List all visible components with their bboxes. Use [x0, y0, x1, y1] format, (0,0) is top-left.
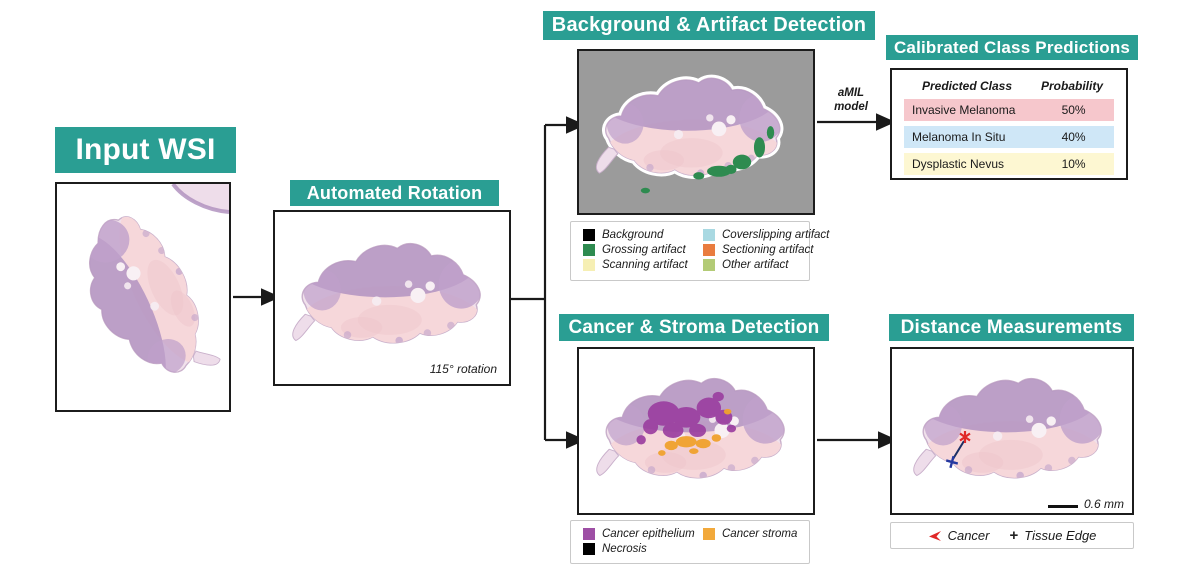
cancer-point-marker: [959, 431, 971, 443]
necrosis-swatch: [583, 543, 595, 555]
cancer-stroma-title: Cancer & Stroma Detection: [559, 314, 829, 341]
cancer-stroma-swatch: [703, 528, 715, 540]
legend-item: + Tissue Edge: [1010, 527, 1097, 544]
automated-rotation-title: Automated Rotation: [290, 180, 499, 206]
table-row: Melanoma In Situ 40%: [904, 126, 1114, 148]
col-predicted-class: Predicted Class: [921, 79, 1013, 93]
cancer-stroma-overlay: [658, 408, 732, 456]
background-swatch: [583, 229, 595, 241]
tissue-edge-marker: [945, 455, 959, 469]
legend-item: Cancer: [928, 528, 990, 543]
predicted-class-cell: Dysplastic Nevus: [912, 157, 1005, 171]
calibrated-predictions-title: Calibrated Class Predictions: [886, 35, 1138, 60]
tissue-edge-plus-icon: +: [1009, 527, 1019, 544]
coverslipping-swatch: [703, 229, 715, 241]
table-row: Dysplastic Nevus 10%: [904, 153, 1114, 175]
legend-label: Cancer stroma: [722, 528, 798, 540]
legend-item: Coverslipping artifact: [703, 229, 829, 241]
measurement-line: [952, 440, 965, 460]
predictions-header-row: Predicted Class Probability: [904, 79, 1114, 93]
legend-item: Cancer stroma: [703, 528, 803, 540]
corner-tissue-fragment: [173, 184, 229, 212]
predicted-class-cell: Melanoma In Situ: [912, 130, 1006, 144]
legend-label: Tissue Edge: [1024, 528, 1097, 543]
legend-label: Coverslipping artifact: [722, 229, 830, 241]
amil-line2: model: [834, 101, 868, 113]
legend-item: Grossing artifact: [583, 244, 701, 256]
rotation-caption: 115° rotation: [429, 362, 497, 376]
predicted-class-cell: Invasive Melanoma: [912, 103, 1016, 117]
background-artifact-image: [577, 49, 815, 215]
legend-label: Grossing artifact: [602, 244, 686, 256]
legend-label: Other artifact: [722, 259, 789, 271]
rotated-wsi-image: 115° rotation: [273, 210, 511, 386]
table-row: Invasive Melanoma 50%: [904, 99, 1114, 121]
probability-cell: 50%: [1061, 103, 1086, 117]
input-wsi-title: Input WSI: [55, 127, 236, 173]
distance-measurements-image: 0.6 mm: [890, 347, 1134, 515]
scanning-swatch: [583, 259, 595, 271]
predictions-table: Predicted Class Probability Invasive Mel…: [890, 68, 1128, 180]
sectioning-swatch: [703, 244, 715, 256]
probability-cell: 40%: [1061, 130, 1086, 144]
amil-line1: aMIL: [837, 87, 865, 99]
legend-item: Background: [583, 229, 701, 241]
legend-label: Cancer epithelium: [602, 528, 695, 540]
cancer-stroma-image: [577, 347, 815, 515]
cancer-arrow-icon: [928, 530, 941, 541]
cancer-stroma-legend: Cancer epithelium Cancer stroma Necrosis: [570, 520, 810, 564]
legend-item: Cancer epithelium: [583, 528, 701, 540]
legend-item: Scanning artifact: [583, 259, 701, 271]
background-artifact-title: Background & Artifact Detection: [543, 11, 875, 40]
scale-bar: [1048, 505, 1078, 508]
grossing-swatch: [583, 244, 595, 256]
amil-model-label: aMIL model: [818, 86, 884, 114]
legend-label: Background: [602, 229, 664, 241]
scale-label: 0.6 mm: [1084, 497, 1125, 511]
legend-label: Necrosis: [602, 543, 647, 555]
col-probability: Probability: [1040, 79, 1103, 93]
legend-item: Sectioning artifact: [703, 244, 829, 256]
legend-label: Scanning artifact: [602, 259, 688, 271]
legend-label: Cancer: [947, 528, 990, 543]
probability-cell: 10%: [1061, 157, 1086, 171]
input-wsi-image: [55, 182, 231, 412]
other-artifact-swatch: [703, 259, 715, 271]
grossing-artifact-overlay: [640, 126, 775, 194]
legend-item: Other artifact: [703, 259, 829, 271]
distance-measurements-title: Distance Measurements: [889, 314, 1134, 341]
legend-label: Sectioning artifact: [722, 244, 814, 256]
cancer-epithelium-swatch: [583, 528, 595, 540]
artifact-legend: Background Coverslipping artifact Grossi…: [570, 221, 829, 281]
legend-item: Necrosis: [583, 543, 701, 555]
distance-legend: Cancer + Tissue Edge: [890, 522, 1134, 549]
